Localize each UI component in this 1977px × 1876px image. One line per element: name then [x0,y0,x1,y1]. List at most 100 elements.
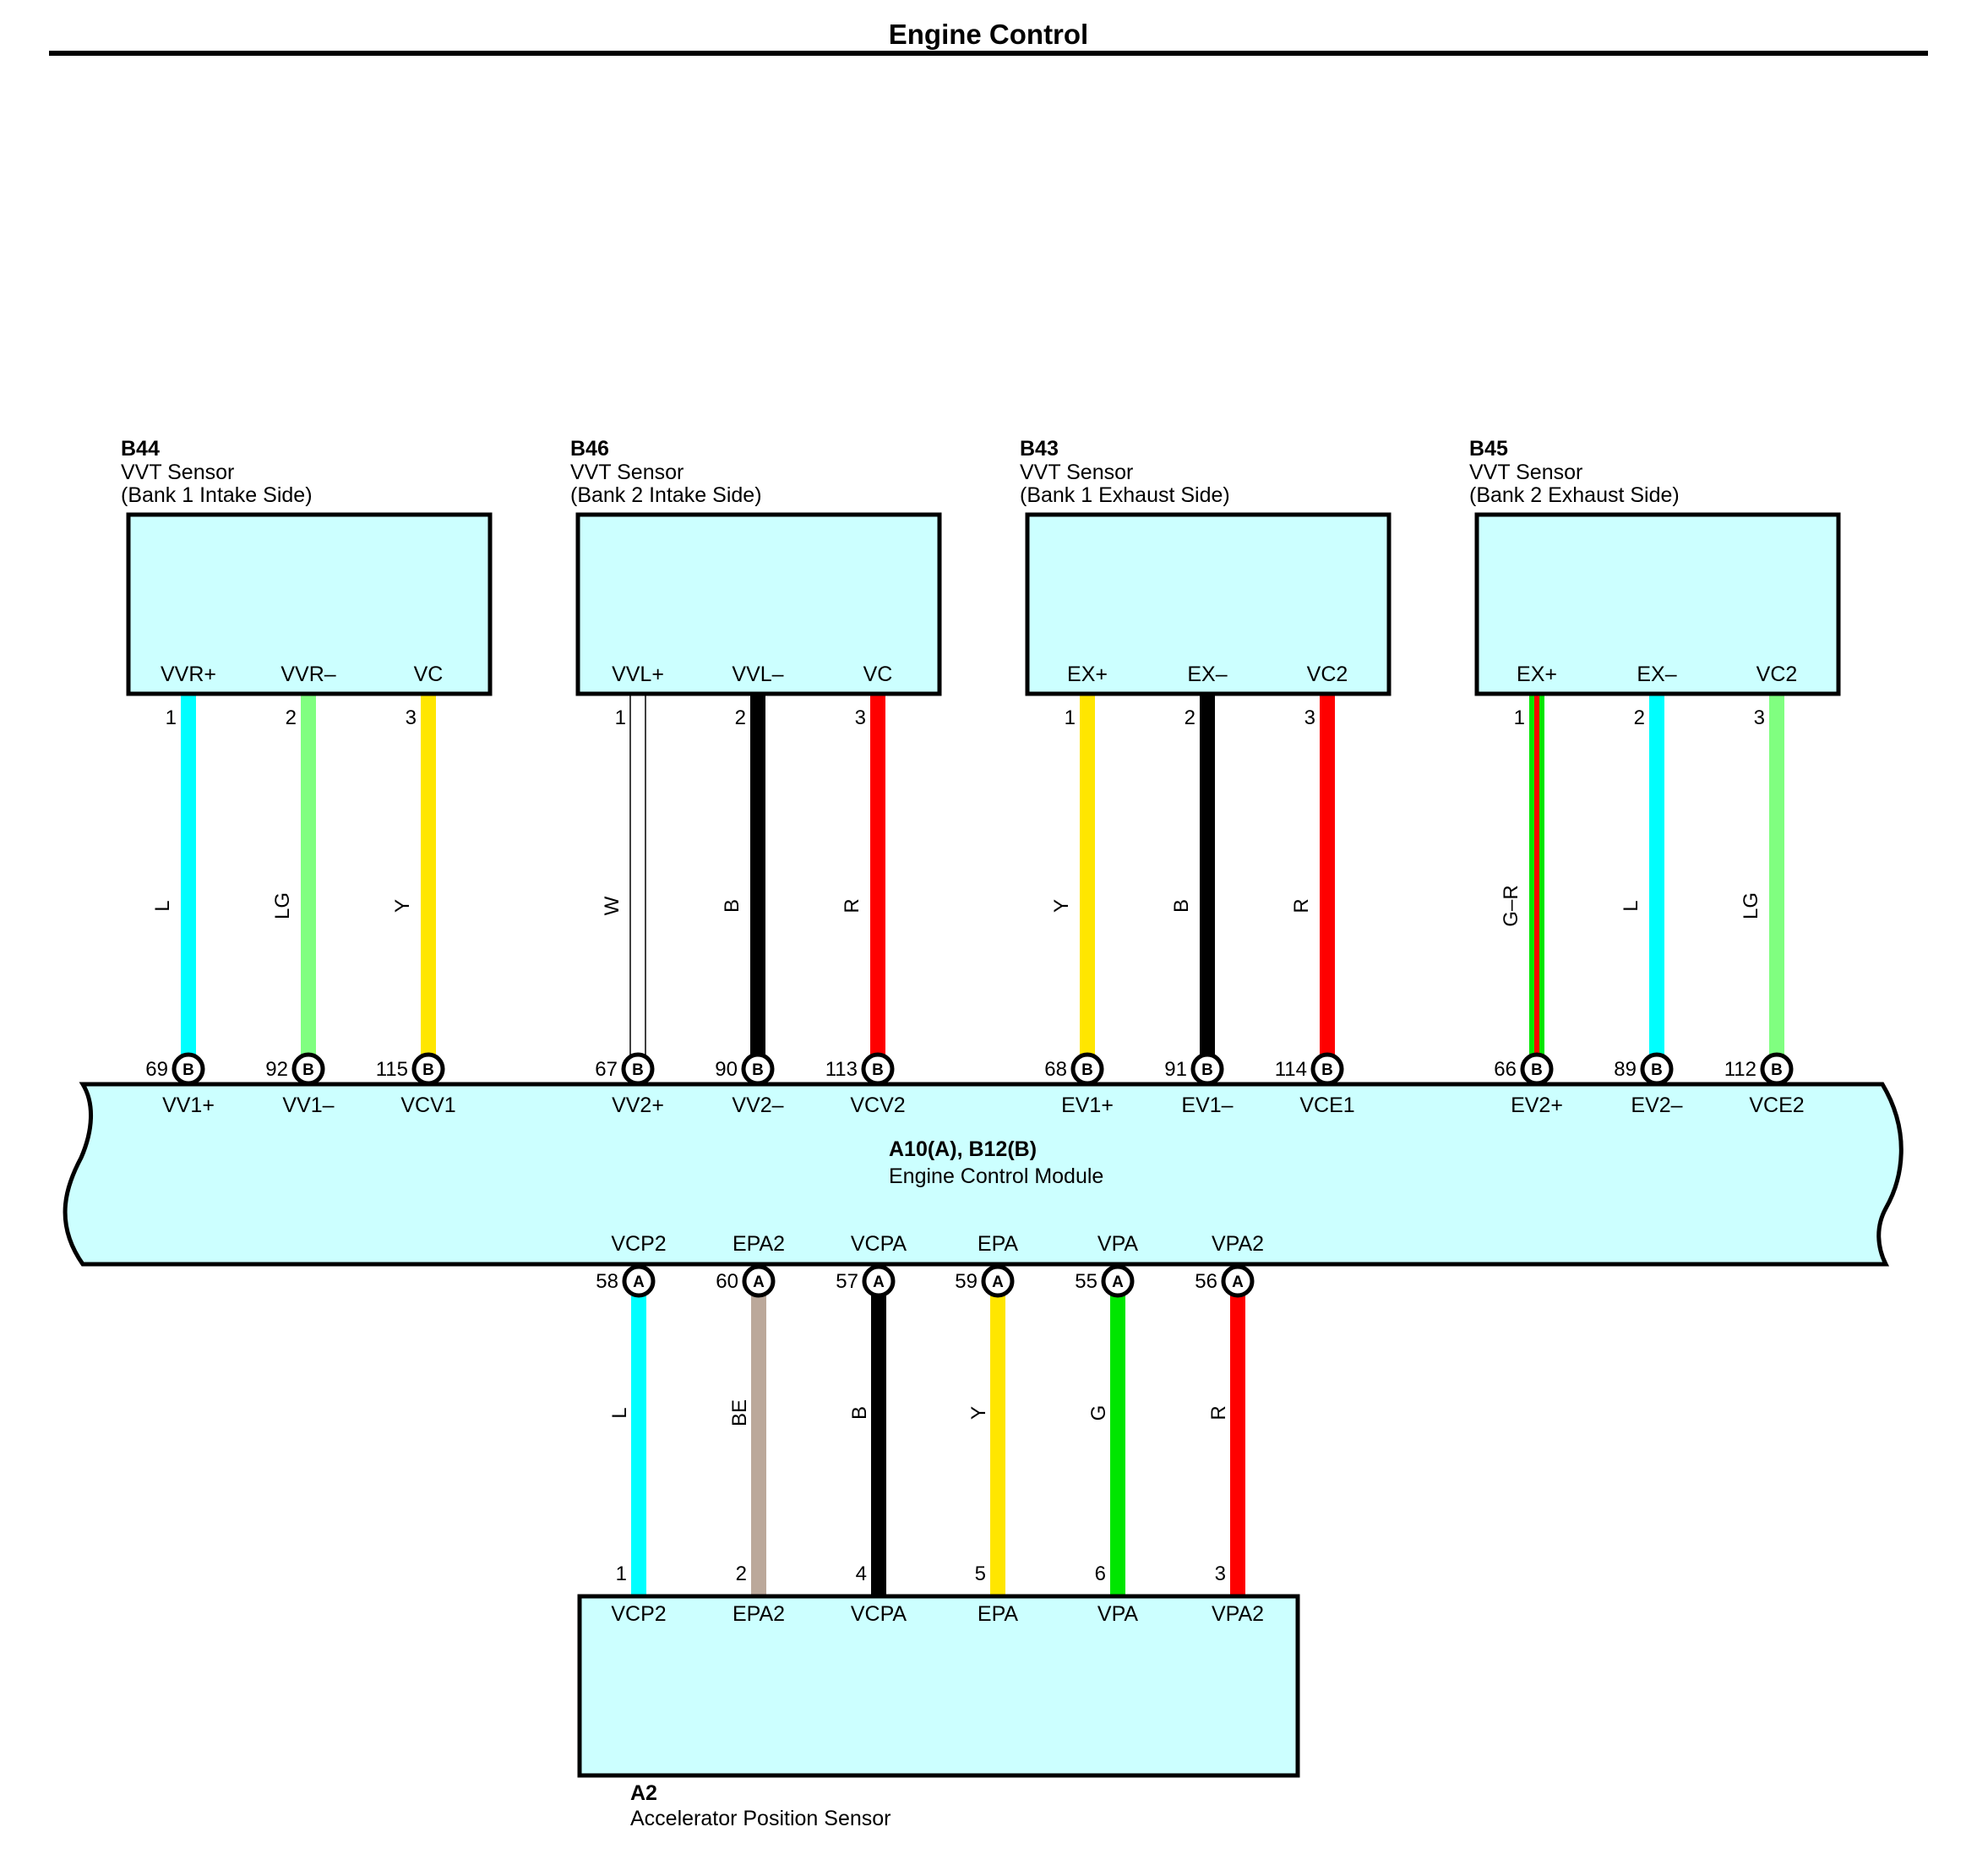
ecm-connector-badge: B [1081,1061,1093,1079]
ecm-terminal: VPA [1097,1232,1138,1256]
sensor-code: B46 [570,437,609,461]
wire-b44-2 [301,695,316,1056]
wire-b44-1 [181,695,196,1056]
ecm-body [63,1082,1903,1267]
ecm-terminal: EPA2 [733,1232,785,1256]
ecm-pin-number: 91 [1164,1058,1187,1081]
ecm-connector-badge: B [752,1061,764,1079]
sensor-pin-number: 2 [1185,706,1195,729]
ecm-terminal: VV1+ [162,1093,215,1117]
sensor-pin-number: 3 [1215,1562,1226,1585]
ecm-connector-badge-circle [411,1052,445,1086]
ecm-terminal: VPA2 [1212,1232,1264,1256]
wire-b43-3-fill [1320,695,1335,1056]
sensor-code: B43 [1020,437,1059,461]
sensor-box-b45 [1474,512,1841,696]
wire-b43-2-fill [1200,695,1215,1056]
sensor-pin-number: 3 [1304,706,1315,729]
ecm-connector-badge: A [633,1273,645,1291]
wire-b45-2 [1649,695,1664,1056]
sensor-terminal: VPA [1097,1602,1138,1626]
wire-b46-3 [870,695,885,1056]
ecm-connector-badge: A [992,1273,1004,1291]
sensor-pin-number: 3 [1754,706,1765,729]
sensor-box-b44 [126,512,493,696]
wire-b43-3 [1320,695,1335,1056]
ecm-connector-badge: B [632,1061,644,1079]
ecm-connector-badge-circle [981,1264,1015,1298]
ecm-connector-badge-circle [1310,1052,1344,1086]
ecm-connector-badge-circle [741,1052,775,1086]
wire-color-code: L [608,1407,631,1418]
ecm-connector-badge: B [422,1061,434,1079]
wire-b44-1-fill [181,695,196,1056]
ecm-terminal: VCV1 [400,1093,455,1117]
sensor-side: (Bank 1 Exhaust Side) [1020,483,1230,507]
sensor-terminal: EX+ [1067,663,1108,686]
sensor-terminal: VPA2 [1212,1602,1264,1626]
ecm-terminal: EV2– [1631,1093,1682,1117]
sensor-pin-number: 2 [286,706,297,729]
ecm-connector-badge-circle [742,1264,776,1298]
ecm-connector-badge-circle [1221,1264,1255,1298]
sensor-terminal: EX– [1187,663,1227,686]
ecm-connector-badge: B [1531,1061,1543,1079]
ecm-name: Engine Control Module [889,1164,1103,1188]
ecm-terminal: VCP2 [611,1232,666,1256]
sensor-terminal: VC [863,663,893,686]
sensor-terminal: VVL+ [612,663,664,686]
wire-color-code: LG [271,892,294,919]
wire-b44-2-fill [301,695,316,1056]
wire-color-code: LG [1740,892,1762,919]
wire-a2-4 [871,1295,886,1595]
wire-color-code: Y [967,1406,990,1420]
ecm-pin-number: 67 [595,1058,618,1081]
wire-b45-2-fill [1649,695,1664,1056]
sensor-terminal: VCP2 [611,1602,666,1626]
ecm-connector-badge-circle [622,1264,656,1298]
wire-color-code: B [1170,899,1193,913]
wire-a2-1 [631,1295,646,1595]
wire-a2-5 [990,1295,1005,1595]
ecm-terminal: VCV2 [850,1093,905,1117]
ecm-connector-badge: B [302,1061,314,1079]
sensor-terminal: EPA2 [733,1602,785,1626]
ecm-connector-badge: A [1112,1273,1124,1291]
sensor-name: VVT Sensor [1020,461,1133,484]
sensor-terminal: EPA [978,1602,1018,1626]
ecm-terminal: VV2+ [612,1093,664,1117]
wire-color-code: B [721,899,743,913]
ecm-connector-badge: B [182,1061,194,1079]
ecm-terminal: EV1+ [1061,1093,1114,1117]
sensor-pin-number: 2 [735,706,746,729]
ecm-connector-badge: B [1651,1061,1663,1079]
wire-b46-1-fill [630,695,645,1056]
ecm-pin-number: 113 [825,1058,858,1081]
wire-b46-1 [629,695,646,1056]
ecm-terminal: VCE2 [1749,1093,1804,1117]
sensor-pin-number: 1 [1065,706,1076,729]
wire-a2-3-fill [1230,1295,1245,1595]
ecm-pin-number: 66 [1494,1058,1517,1081]
sensor-pin-number: 2 [736,1562,747,1585]
sensor-pin-number: 1 [166,706,177,729]
wire-color-code: G [1087,1405,1110,1421]
sensor-side: (Bank 2 Intake Side) [570,483,762,507]
ecm-pin-number: 60 [716,1270,738,1293]
sensor-terminal: VVR– [280,663,335,686]
ecm-connector-badge-circle [861,1052,895,1086]
ecm-pin-number: 90 [715,1058,738,1081]
sensor-code: B44 [121,437,160,461]
ecm-connector-badge-circle [621,1052,655,1086]
accelerator-name: Accelerator Position Sensor [630,1807,890,1830]
ecm-pin-number: 56 [1195,1270,1217,1293]
ecm-connector-badge-circle [1520,1052,1554,1086]
ecm-terminal: VCE1 [1299,1093,1354,1117]
sensor-name: VVT Sensor [570,461,684,484]
sensor-pin-number: 3 [855,706,866,729]
ecm-code: A10(A), B12(B) [889,1137,1037,1161]
sensor-terminal: VVR+ [161,663,216,686]
accelerator-box [577,1594,1300,1778]
accelerator-code: A2 [630,1781,657,1805]
wire-b44-3 [421,695,436,1056]
